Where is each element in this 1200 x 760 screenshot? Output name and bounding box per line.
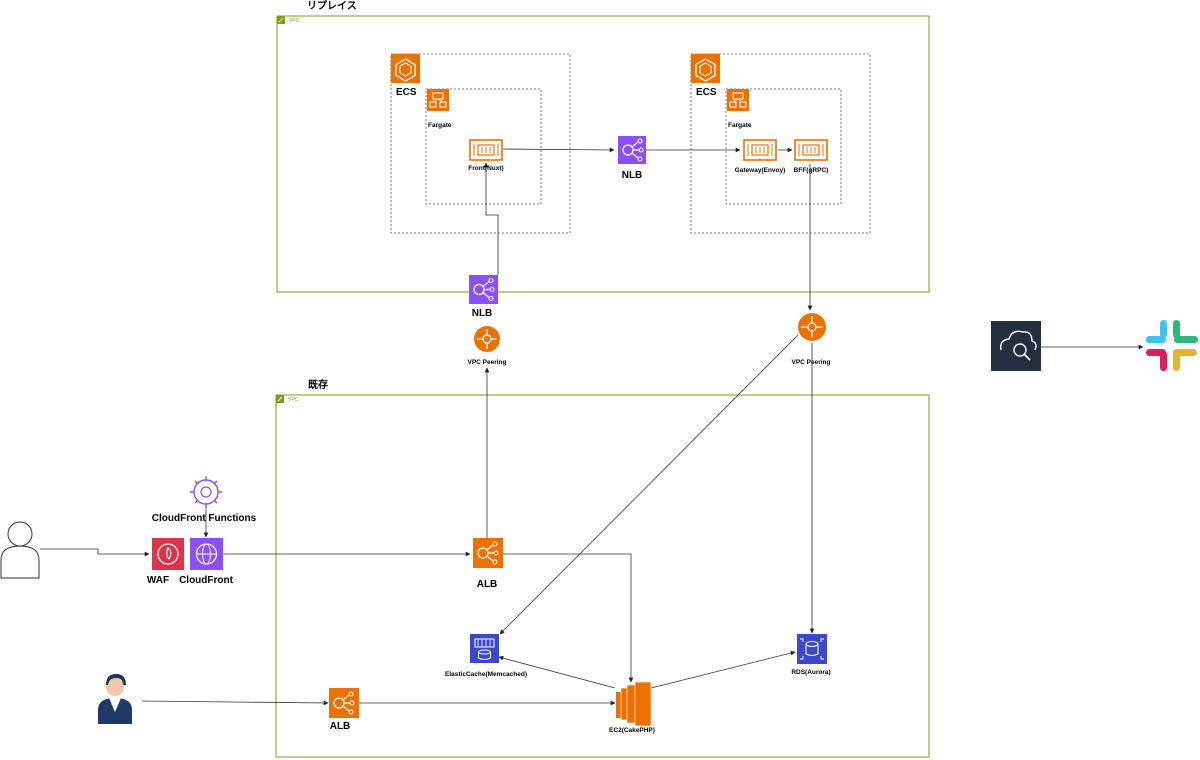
replace-vpc-border [276,15,930,293]
ec2-icon [616,681,652,727]
replace-group-title: リプレイス [307,0,357,12]
ec2-label: EC2(CakePHP) [609,727,655,734]
ecs-right-label: ECS [696,87,717,98]
load-balancer-icon [329,688,359,718]
nlb-bottom-label: NLB [472,308,493,319]
existing-vpc-border [275,394,930,758]
user-icon [0,521,40,579]
vpc-tag-bottom: VPC [288,397,299,403]
bff-label: BFF(gRPC) [794,167,829,174]
waf-icon [152,538,184,570]
rds-label: RDS(Aurora) [791,669,830,676]
cloudfront-icon [190,538,223,570]
cloudwatch-icon[interactable] [991,321,1041,371]
elasticache-label: ElasticCache(Memcached) [445,671,527,678]
fargate-icon [727,89,749,111]
replace-vpc-group: リプレイス VPC [276,0,930,293]
edge-user-to-waf [40,548,150,557]
edge-alb-to-ec2 [503,553,634,683]
existing-vpc-group: 既存 VPC [275,378,930,758]
peering-left-label: VPC Peering [467,359,506,366]
ecs-cluster-right-box [690,53,871,234]
fargate-right-box [725,88,842,205]
cloudfront-functions-icon [190,476,222,508]
edge-operator-to-alb [141,700,329,706]
edge-peering-to-elasticache [499,334,799,635]
edge-nlb-to-front [483,162,499,275]
alb-top-label: ALB [477,579,498,590]
fargate-right-label: Fargate [728,122,752,129]
fargate-icon [427,89,449,111]
elasticache-icon [470,634,499,663]
vpc-peering-icon [474,326,500,352]
connections [40,147,1144,706]
ecs-cluster-left-box [390,53,571,234]
container-icon [469,139,503,161]
fargate-left-label: Fargate [428,122,452,129]
vpc-tag-top: VPC [289,18,300,24]
load-balancer-icon [469,275,498,304]
alb-bottom-label: ALB [330,721,351,732]
vpc-icon [277,16,285,24]
edge-front-to-nlb [502,147,615,153]
load-balancer-icon [618,136,646,164]
vpc-peering-icon [798,313,826,341]
vpc-icon [276,395,284,403]
container-icon [794,139,828,161]
edge-ec2-to-elasticache [498,655,616,689]
waf-label: WAF [147,575,169,586]
cf-functions-label: CloudFront Functions [152,513,257,524]
rds-icon [797,634,827,664]
gateway-label: Gateway(Envoy) [735,167,786,174]
peering-right-label: VPC Peering [791,359,830,366]
nlb-mid-label: NLB [622,170,643,181]
edge-ec2-to-rds [650,650,796,689]
existing-group-title: 既存 [308,378,328,391]
ecs-icon [391,54,420,83]
ecs-left-label: ECS [396,87,417,98]
operator-icon [98,674,132,724]
cloudfront-label: CloudFront [179,575,234,586]
slack-icon[interactable] [1146,320,1198,371]
container-icon [743,139,777,161]
front-label: Front(Nuxt) [468,165,503,172]
ecs-icon [691,54,720,83]
load-balancer-icon [473,538,503,568]
fargate-left-box [425,88,542,205]
